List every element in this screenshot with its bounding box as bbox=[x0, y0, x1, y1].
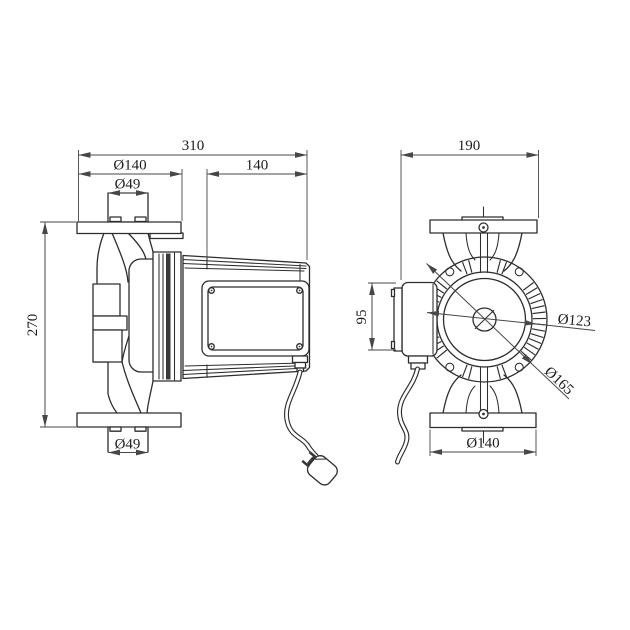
dim-d123-label: Ø123 bbox=[557, 312, 592, 331]
plug-prong bbox=[301, 459, 310, 468]
terminal-box-front bbox=[390, 281, 438, 357]
dim-d165-label: Ø165 bbox=[541, 364, 576, 398]
terminal-box-screws bbox=[208, 287, 303, 350]
schuko-plug bbox=[301, 451, 338, 486]
dim-95-label: 95 bbox=[354, 310, 370, 325]
terminal-box-side bbox=[201, 280, 310, 357]
side-view bbox=[76, 192, 338, 486]
dim-270-label: 270 bbox=[25, 314, 41, 337]
dim-d140-top-label: Ø140 bbox=[113, 158, 146, 174]
bottom-flange-front bbox=[429, 408, 537, 444]
dim-140-label: 140 bbox=[246, 158, 269, 174]
top-flange-front bbox=[429, 206, 538, 234]
dim-310-label: 310 bbox=[182, 138, 205, 154]
dim-190-label: 190 bbox=[458, 138, 481, 154]
side-port-blocks bbox=[92, 283, 128, 363]
bottom-flange-side bbox=[76, 412, 182, 453]
front-view bbox=[390, 206, 548, 465]
power-cable bbox=[284, 369, 338, 486]
top-flange-side bbox=[76, 192, 182, 235]
dim-d49-top-label: Ø49 bbox=[115, 177, 141, 193]
pump-head-plate bbox=[152, 251, 182, 382]
cable-gland-side bbox=[291, 355, 309, 373]
power-cable-front bbox=[395, 366, 420, 465]
gasket-stripe bbox=[166, 253, 171, 380]
plug-prong bbox=[308, 451, 318, 459]
leader-d165 bbox=[426, 263, 533, 365]
dim-d49-bottom-label: Ø49 bbox=[115, 437, 141, 453]
motor-front-face bbox=[421, 256, 548, 383]
front-neck-webs bbox=[442, 232, 523, 414]
dim-d140-bottom-label: Ø140 bbox=[466, 436, 499, 452]
volute-casing bbox=[92, 232, 154, 414]
